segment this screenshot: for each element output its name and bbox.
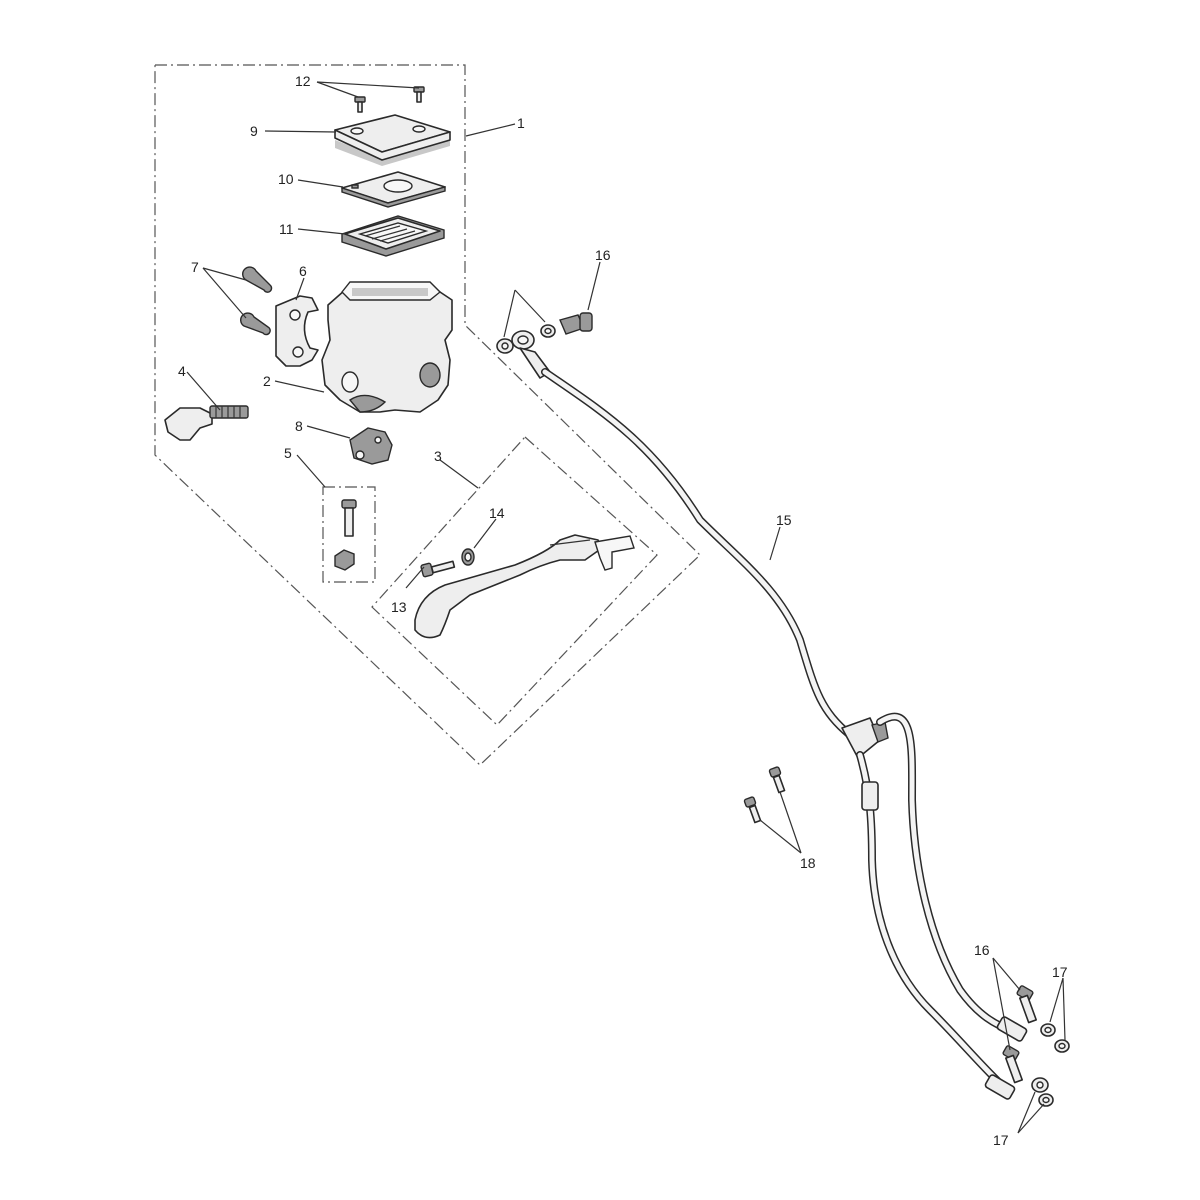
brake-hose-part bbox=[511, 330, 1028, 1100]
callout-17-upper: 17 bbox=[1052, 964, 1068, 980]
diaphragm-plate-part bbox=[341, 171, 446, 208]
lever-assembly-outline bbox=[371, 436, 658, 726]
callout-17-lower: 17 bbox=[993, 1132, 1009, 1148]
callout-18: 18 bbox=[800, 855, 816, 871]
callout-10: 10 bbox=[278, 171, 294, 187]
leader-lines bbox=[186, 81, 1066, 1134]
callout-9: 9 bbox=[250, 123, 258, 139]
callout-5: 5 bbox=[284, 445, 292, 461]
callout-1: 1 bbox=[517, 115, 525, 131]
lever-bush-part bbox=[461, 548, 475, 566]
callout-16-upper: 16 bbox=[595, 247, 611, 263]
pivot-bolt-part bbox=[334, 499, 357, 571]
callout-14: 14 bbox=[489, 505, 505, 521]
banjo-bolt-lower-part bbox=[1002, 985, 1070, 1107]
callout-11: 11 bbox=[279, 221, 294, 237]
callout-16-lower: 16 bbox=[974, 942, 990, 958]
mirror-adaptor-part bbox=[164, 405, 249, 441]
hose-guide-bolt-part bbox=[743, 766, 786, 824]
callout-15: 15 bbox=[776, 512, 792, 528]
callout-2: 2 bbox=[263, 373, 271, 389]
callout-8: 8 bbox=[295, 418, 303, 434]
cap-screw-part bbox=[354, 86, 425, 113]
clamp-bolt-part bbox=[240, 266, 273, 336]
brake-light-switch-part bbox=[349, 427, 393, 465]
callout-7: 7 bbox=[191, 259, 199, 275]
master-cylinder-assembly-outline bbox=[154, 64, 701, 766]
reservoir-cap-part bbox=[334, 114, 451, 166]
callout-12: 12 bbox=[295, 73, 311, 89]
callout-3: 3 bbox=[434, 448, 442, 464]
lever-screw-part bbox=[420, 560, 456, 578]
callout-6: 6 bbox=[299, 263, 307, 279]
master-cylinder-body-part bbox=[321, 281, 453, 413]
handlebar-clamp-part bbox=[275, 295, 319, 367]
diaphragm-part bbox=[341, 215, 445, 257]
callout-4: 4 bbox=[178, 363, 186, 379]
brake-lever-part bbox=[414, 534, 635, 639]
callout-13: 13 bbox=[391, 599, 407, 615]
pivot-bolt-kit-outline bbox=[322, 486, 376, 583]
banjo-bolt-upper-part bbox=[496, 312, 593, 354]
